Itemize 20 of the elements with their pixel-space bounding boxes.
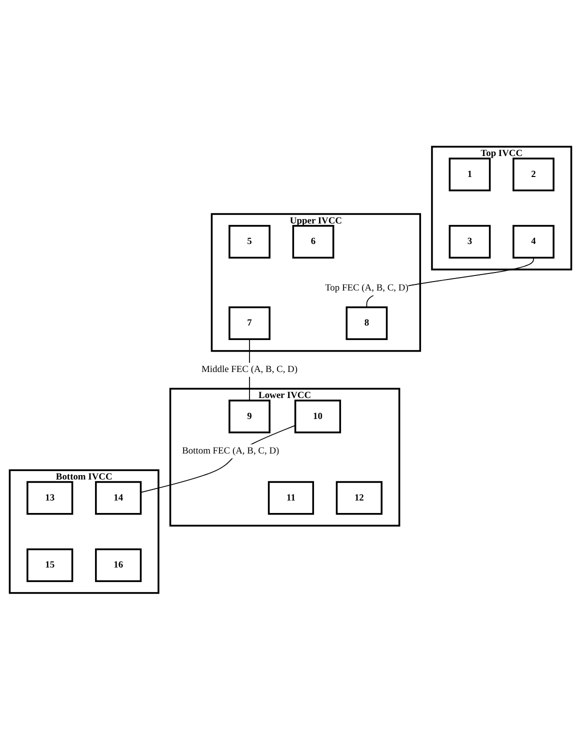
node-box: 3 [448, 224, 491, 258]
edge-label: Middle FEC (A, B, C, D) [202, 364, 298, 374]
edge-label: Top FEC (A, B, C, D) [325, 282, 408, 293]
node-box: 5 [228, 224, 270, 258]
node-box: 2 [512, 157, 554, 191]
node-box: 4 [512, 224, 554, 258]
node-box: 14 [95, 480, 142, 514]
node-box: 8 [346, 306, 388, 340]
node-box: 15 [26, 548, 74, 582]
node-box: 10 [294, 399, 342, 433]
node-box: 16 [95, 548, 142, 582]
edge-label: Bottom FEC (A, B, C, D) [182, 446, 280, 456]
node-box: 6 [292, 224, 334, 258]
node-box: 1 [448, 157, 491, 191]
connector [140, 424, 296, 492]
node-box: 11 [268, 480, 314, 514]
node-box: 9 [228, 399, 270, 433]
node-box: 12 [336, 480, 382, 514]
node-box: 7 [228, 306, 270, 340]
node-box: 13 [26, 480, 74, 514]
